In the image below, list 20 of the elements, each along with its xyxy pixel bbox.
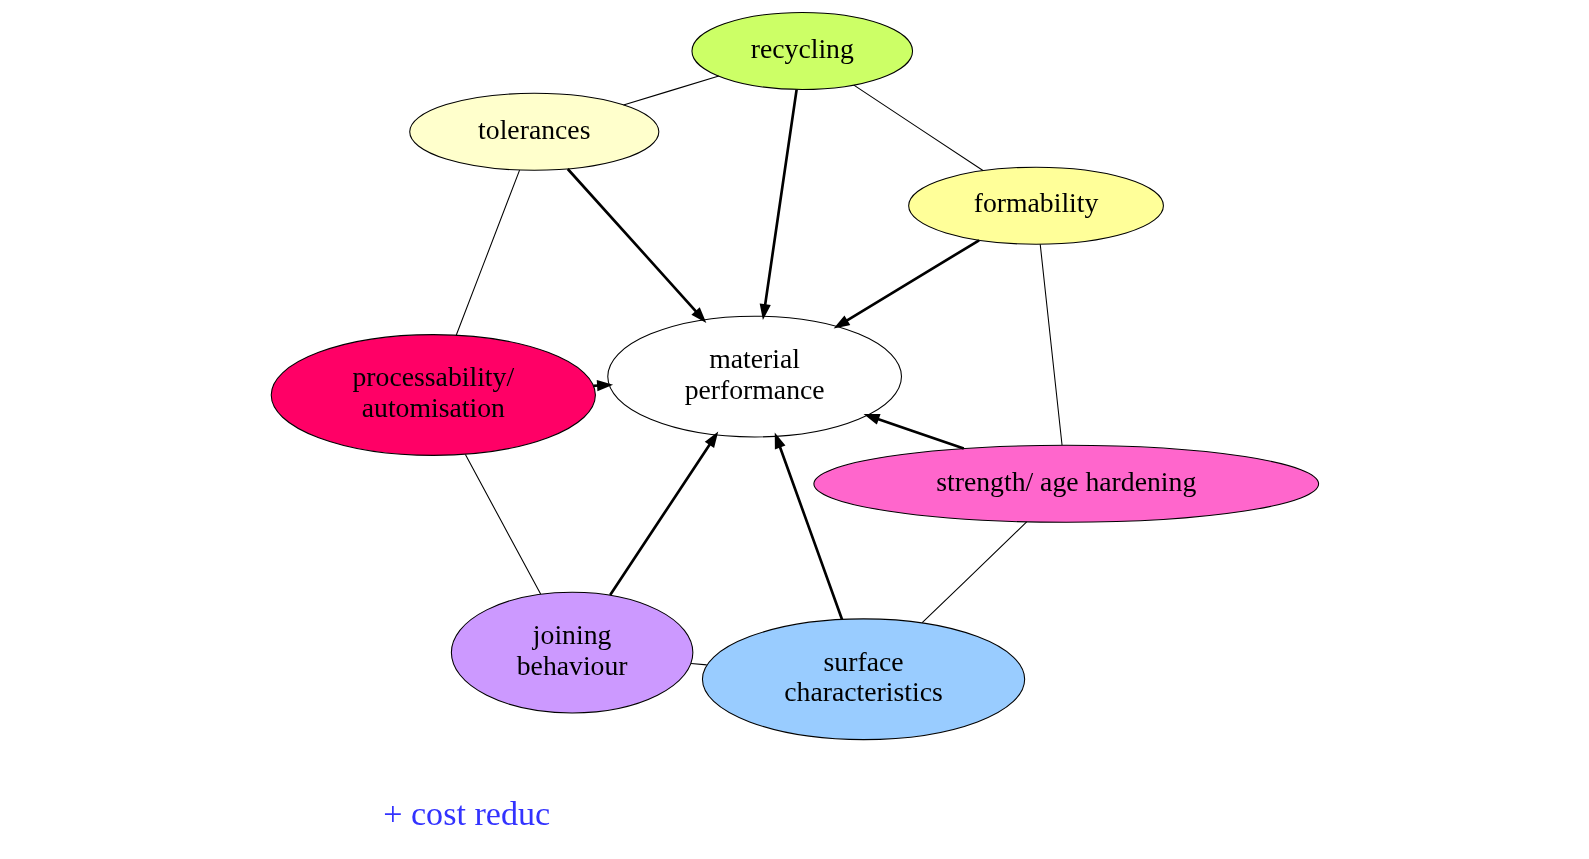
arrow [774,432,843,620]
node-ellipse: formability [907,166,1164,245]
arrow [566,168,706,323]
arrow [863,413,964,450]
connector [921,521,1027,624]
connector [852,84,983,172]
arrow [759,89,798,321]
connector [1039,243,1063,446]
connector [464,454,541,595]
arrow [833,239,980,329]
node-ellipse: recycling [690,11,913,90]
arrow [608,431,718,596]
connector [622,75,719,106]
connector [690,662,707,666]
node-ellipse: tolerances [408,92,659,171]
connector [455,169,520,336]
node-ellipse: strength/ age hardening [812,444,1319,523]
label: + cost reduc [382,794,550,832]
node-ellipse: joining behaviour [450,591,693,714]
node-ellipse: surface characteristics [701,618,1025,741]
